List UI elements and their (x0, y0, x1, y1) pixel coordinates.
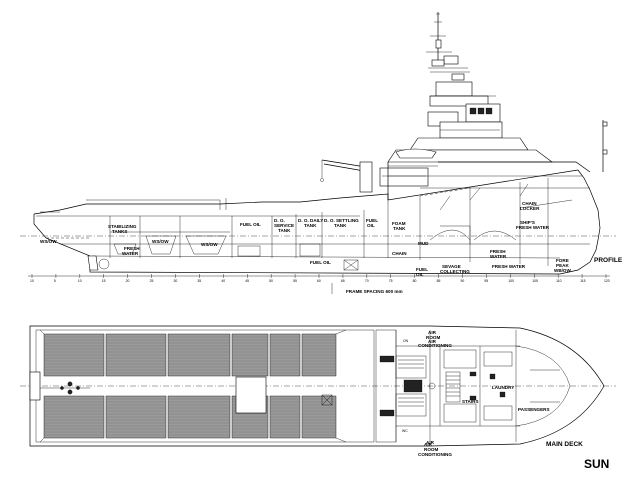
deck-edge-line (335, 329, 347, 335)
mud-label: MUD (418, 241, 429, 246)
rescue-boat (379, 148, 437, 187)
laundry-label: LAUNDRY (492, 385, 514, 390)
passengers-label: PASSENGERS (518, 407, 550, 412)
service-label: SERVICE (274, 223, 294, 228)
foam-label: FOAM (392, 221, 406, 226)
frame-number: 10 (78, 279, 82, 283)
sewage-label: SEVAGE (442, 264, 461, 269)
tanks-label: TANKS (112, 229, 127, 234)
do-settling-label: D. O. SETTLING (324, 218, 359, 223)
frame-number: 85 (437, 279, 441, 283)
deck-labels: AIR ROOM AIR CONDITIONING ON LAUNDRY STA… (402, 330, 583, 457)
fore-peak-2-label: PEAK (556, 263, 569, 268)
main-deck-view-title: MAIN DECK (546, 441, 583, 448)
frame-number: 105 (532, 279, 538, 283)
ws-ow-3-label: WS/OW (201, 242, 218, 247)
frame-number: 30 (174, 279, 178, 283)
frame-number: 50 (269, 279, 273, 283)
frame-number: 115 (580, 279, 586, 283)
bow-mast (602, 120, 608, 172)
fresh-water-3-label: FRESH WATER (492, 264, 526, 269)
fuel-oil-1-label: FUEL OIL (240, 222, 261, 227)
frame-number: 10 (30, 279, 34, 283)
water-label: WATER (122, 251, 139, 256)
frame-number: 20 (126, 279, 130, 283)
ships-fw-1-label: SHIP'S (520, 220, 535, 225)
chain-locker-1-label: CHAIN (522, 201, 537, 206)
frame-number: 120 (604, 279, 610, 283)
frame-spacing-note: FRAME SPACING 600 mm (346, 289, 403, 294)
chain-locker-2-label: LOCKER (520, 206, 540, 211)
accommodation (395, 330, 571, 442)
fuel-label: FUEL (366, 218, 378, 223)
frame-number: 65 (341, 279, 345, 283)
air-room-top-1-label: AIR (428, 330, 437, 335)
frame-number: 15 (102, 279, 106, 283)
cargo-deck-planking (39, 329, 347, 443)
frame-number: 60 (317, 279, 321, 283)
fuel-oil-3b-label: OIL (416, 272, 424, 277)
frame-number: 80 (413, 279, 417, 283)
mast (426, 12, 470, 81)
ships-fw-2-label: FRESH WATER (516, 225, 550, 230)
frame-number: 100 (508, 279, 514, 283)
tank-label: TANK (278, 228, 291, 233)
tank-4-label: TANK (393, 226, 406, 231)
water-2-label: WATER (490, 254, 507, 259)
air-cond-top-2-label: CONDITIONING (418, 343, 452, 348)
frame-number: 25 (150, 279, 154, 283)
frame-number: 110 (556, 279, 562, 283)
wc-label: WC (402, 429, 408, 433)
oil-label: OIL (367, 223, 375, 228)
profile-view-title: PROFILE (594, 257, 623, 264)
do-daily-label: D. O. DAILY (298, 218, 323, 223)
chain-label: CHAIN (392, 251, 407, 256)
deck-edge-line (39, 329, 45, 335)
fresh-label: FRESH (124, 246, 140, 251)
main-deck-plan: AIR ROOM AIR CONDITIONING ON LAUNDRY STA… (20, 325, 616, 457)
collecting-label: COLLECTING (440, 269, 470, 274)
tank-2-label: TANK (304, 223, 317, 228)
tank-3-label: TANK (334, 223, 347, 228)
profile-view: WS/OW STABILIZING TANKS FRESH WATER WS/O… (20, 12, 623, 294)
stabilizing-label: STABILIZING (108, 224, 137, 229)
machinery-area (375, 329, 436, 443)
frame-number: 35 (197, 279, 201, 283)
air-cond-bot-label: AIR (426, 440, 435, 445)
ws-ow-aft-label: WS/OW (40, 239, 57, 244)
frame-number: 90 (461, 279, 465, 283)
frame-number: 75 (389, 279, 393, 283)
crane (320, 159, 373, 193)
air-cond-top-label: AIR (428, 339, 437, 344)
fuel-oil-2-label: FUEL OIL (310, 260, 331, 265)
ws-ow-2-label: WS/OW (152, 239, 169, 244)
fuel-oil-3-label: FUEL (416, 267, 428, 272)
frame-number: 95 (484, 279, 488, 283)
do-label: D. O. (274, 218, 285, 223)
frame-number: 45 (245, 279, 249, 283)
fresh-water-2-label: FRESH (490, 249, 506, 254)
on-label: ON (403, 339, 409, 343)
air-room-bot-2-label: ROOM (424, 447, 438, 452)
superstructure (387, 81, 591, 173)
deck-edge-line (335, 437, 347, 443)
hull-profile (20, 162, 616, 277)
vessel-name: SUN (584, 457, 609, 471)
frame-number: 5 (54, 279, 56, 283)
frame-number: 40 (221, 279, 225, 283)
stairs-label: STAIRS (462, 399, 479, 404)
stern-roller (29, 371, 90, 401)
air-cond-bot-2-label: CONDITIONING (418, 452, 452, 457)
fore-peak-3-label: WB/OW (554, 268, 572, 273)
profile-labels: WS/OW STABILIZING TANKS FRESH WATER WS/O… (40, 201, 623, 277)
deck-edge-line (39, 437, 45, 443)
air-room-bot-1-label: AIR (424, 442, 433, 447)
frame-number: 70 (365, 279, 369, 283)
frame-number: 55 (293, 279, 297, 283)
fore-peak-1-label: FORE (556, 258, 569, 263)
air-room-top-2-label: ROOM (426, 335, 440, 340)
